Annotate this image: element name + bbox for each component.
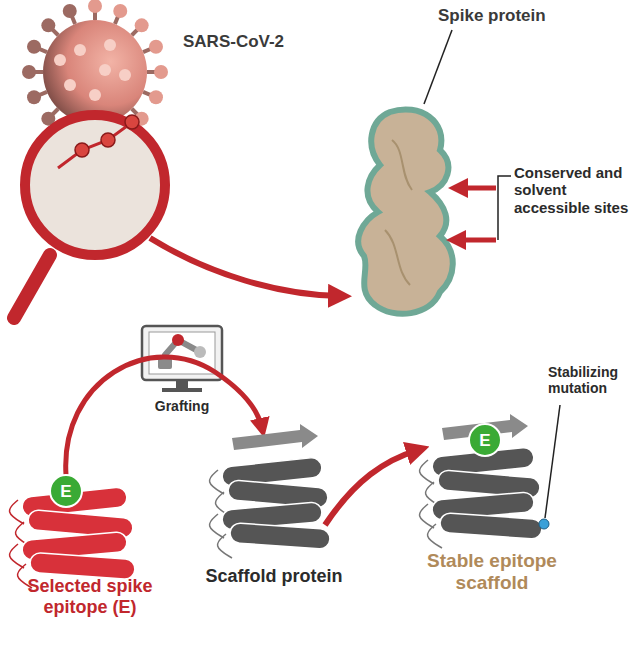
- mutation-label: Stabilizing mutation: [548, 364, 636, 396]
- leader-line: [545, 405, 560, 518]
- site-arrow: [458, 186, 496, 191]
- epitope-circle: E: [49, 474, 83, 508]
- site-label: Conserved and solvent accessible sites: [514, 164, 636, 216]
- epitope-letter: E: [479, 432, 490, 449]
- epitope-letter: E: [60, 483, 71, 500]
- site-arrow: [456, 238, 496, 243]
- flow-arrow: [325, 450, 418, 525]
- flow-arrow: [150, 238, 340, 296]
- virus-label: SARS-CoV-2: [183, 32, 284, 52]
- magnifier: [14, 115, 165, 318]
- flow-arrow: [66, 357, 262, 475]
- protein-label: Spike protein: [438, 6, 546, 26]
- result-label: Stable epitope scaffold: [402, 550, 582, 594]
- helix-bundle: [210, 457, 331, 558]
- spike-protein: [358, 109, 453, 313]
- leader-line: [498, 176, 511, 240]
- scaffold-label: Scaffold protein: [188, 566, 360, 587]
- epitope-label: Selected spike epitope (E): [2, 576, 178, 617]
- leader-line: [424, 30, 452, 104]
- epitope-circle: E: [468, 423, 502, 457]
- helix-bundle: [420, 447, 543, 548]
- step-label: Grafting: [140, 398, 224, 414]
- mutation-dot: [539, 519, 549, 529]
